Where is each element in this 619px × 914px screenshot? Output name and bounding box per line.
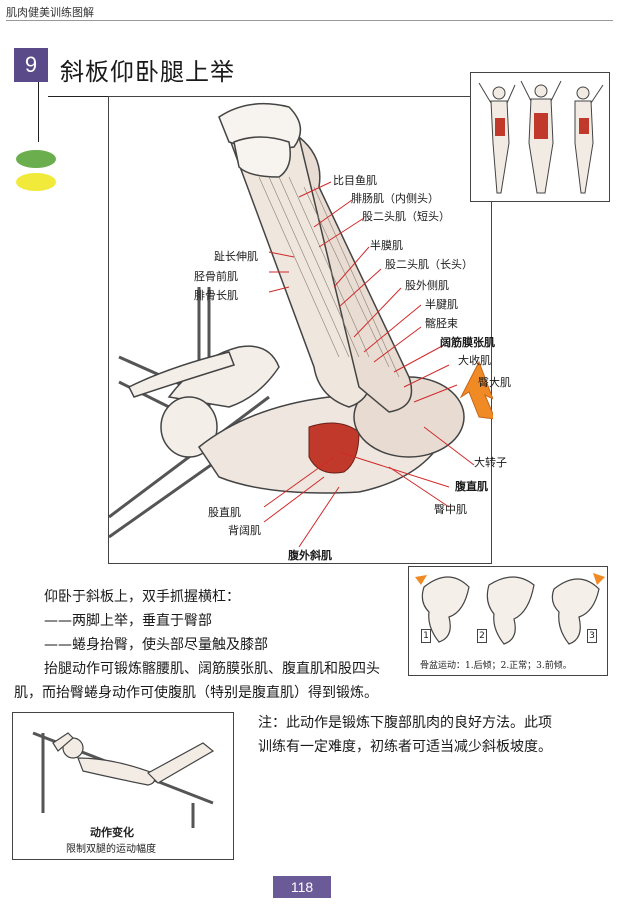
- pelvis-number-3: 3: [587, 629, 597, 643]
- label-iliotibial-band: 髂胫束: [425, 317, 458, 330]
- instruction-line-3: ——蜷身抬臀，使头部尽量触及膝部: [44, 637, 268, 653]
- main-illustration: [108, 96, 496, 564]
- label-semimembranosus: 半膜肌: [370, 239, 403, 252]
- exercise-title: 斜板仰卧腿上举: [60, 58, 235, 86]
- page-number: 118: [273, 876, 331, 898]
- label-tensor-fasciae-latae: 阔筋膜张肌: [440, 336, 495, 349]
- label-tibialis-anterior: 胫骨前肌: [194, 270, 238, 283]
- label-peroneus-longus: 腓骨长肌: [194, 289, 238, 302]
- label-rectus-femoris: 股直肌: [208, 506, 241, 519]
- anatomy-drawing: [108, 102, 496, 548]
- note-line-2: 训练有一定难度，初练者可适当减少斜板坡度。: [258, 739, 552, 755]
- instruction-line-1: 仰卧于斜板上，双手抓握横杠：: [44, 589, 240, 605]
- label-greater-trochanter: 大转子: [474, 456, 507, 469]
- variant-illustration: [12, 712, 234, 860]
- variant-subtitle: 限制双腿的运动幅度: [66, 844, 156, 855]
- label-extensor-digitorum: 趾长伸肌: [214, 250, 258, 263]
- variant-title: 动作变化: [90, 826, 134, 839]
- note-line-1: 注：此动作是锻炼下腹部肌肉的良好方法。此项: [258, 715, 552, 731]
- header-divider: [6, 20, 613, 21]
- instruction-line-4: 抬腿动作可锻炼髂腰肌、阔筋膜张肌、腹直肌和股四头: [44, 661, 380, 677]
- label-biceps-femoris-long: 股二头肌（长头）: [385, 258, 473, 271]
- label-adductor-magnus: 大收肌: [458, 354, 491, 367]
- label-gastrocnemius: 腓肠肌（内侧头）: [351, 192, 439, 205]
- label-rectus-abdominis: 腹直肌: [455, 480, 488, 493]
- three-figures-drawing: [478, 80, 604, 194]
- pelvis-caption: 骨盆运动：1.后倾；2.正常；3.前倾。: [420, 661, 572, 671]
- title-vertical-rule: [38, 82, 39, 142]
- label-biceps-femoris-short: 股二头肌（短头）: [362, 210, 450, 223]
- green-marker-icon: [16, 150, 56, 168]
- yellow-marker-icon: [16, 173, 56, 191]
- label-gluteus-maximus: 臀大肌: [478, 376, 511, 389]
- book-title: 肌肉健美训练图解: [6, 6, 94, 19]
- muscle-map-thumbnail: [470, 72, 610, 202]
- label-soleus: 比目鱼肌: [333, 174, 377, 187]
- label-vastus-lateralis: 股外侧肌: [405, 279, 449, 292]
- label-semitendinosus: 半腱肌: [425, 298, 458, 311]
- pelvis-number-2: 2: [477, 629, 487, 643]
- exercise-number: 9: [14, 48, 48, 82]
- label-external-oblique: 腹外斜肌: [288, 549, 332, 562]
- pelvis-diagram: 1 2 3: [408, 566, 608, 676]
- instruction-line-5: 肌，而抬臀蜷身动作可使腹肌（特别是腹直肌）得到锻炼。: [14, 685, 378, 701]
- label-gluteus-medius: 臀中肌: [434, 503, 467, 516]
- pelvis-number-1: 1: [421, 629, 431, 643]
- variant-drawing: [32, 731, 215, 828]
- instruction-line-2: ——两脚上举，垂直于臀部: [44, 613, 212, 629]
- label-latissimus-dorsi: 背阔肌: [228, 524, 261, 537]
- pelvis-drawing: [415, 573, 605, 645]
